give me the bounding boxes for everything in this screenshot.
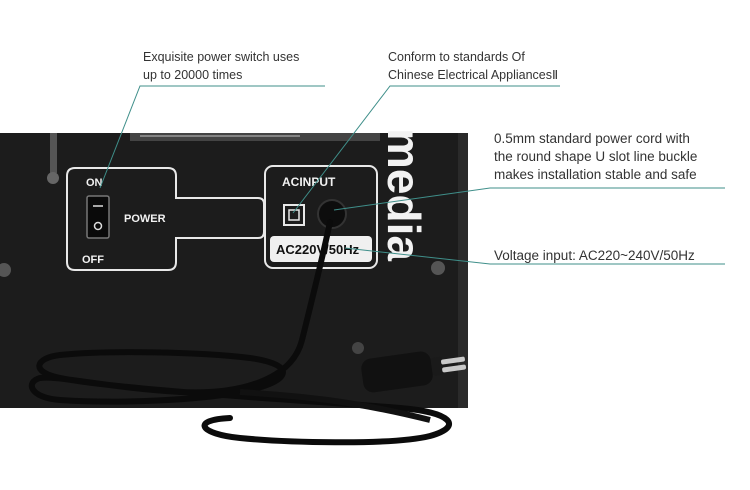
voltage-callout-line: [344, 247, 725, 265]
switch-callout-line: [99, 85, 325, 189]
top-vent-strip: [130, 133, 380, 141]
screw-left: [0, 263, 11, 277]
cord-callout-text: 0.5mm standard power cord with the round…: [494, 131, 698, 182]
power-plug: [361, 351, 467, 393]
standards-callout-text: Conform to standards Of Chinese Electric…: [388, 50, 559, 82]
power-switch: [86, 195, 110, 239]
standards-callout-line: [292, 85, 560, 214]
panel-side-edge: [458, 133, 468, 408]
switch-callout-text: Exquisite power switch uses up to 20000 …: [143, 50, 300, 82]
voltage-callout-text: Voltage input: AC220~240V/50Hz: [494, 248, 695, 263]
class-ii-symbol: [283, 204, 305, 226]
power-cord: [28, 219, 453, 446]
ac-input-label: ACINPUT: [282, 175, 336, 189]
screw-right: [431, 261, 445, 275]
switch-off-label: OFF: [82, 254, 104, 266]
antenna-rod: [50, 133, 57, 173]
power-socket: [317, 199, 347, 229]
brand-partial-text: media: [378, 128, 430, 261]
voltage-label: AC220V/50Hz: [276, 242, 360, 257]
screw-bottom: [352, 342, 364, 354]
power-switch-outline: [66, 167, 265, 271]
switch-power-label: POWER: [124, 213, 166, 225]
switch-on-label: ON: [86, 177, 103, 189]
cord-callout-line: [333, 187, 725, 211]
